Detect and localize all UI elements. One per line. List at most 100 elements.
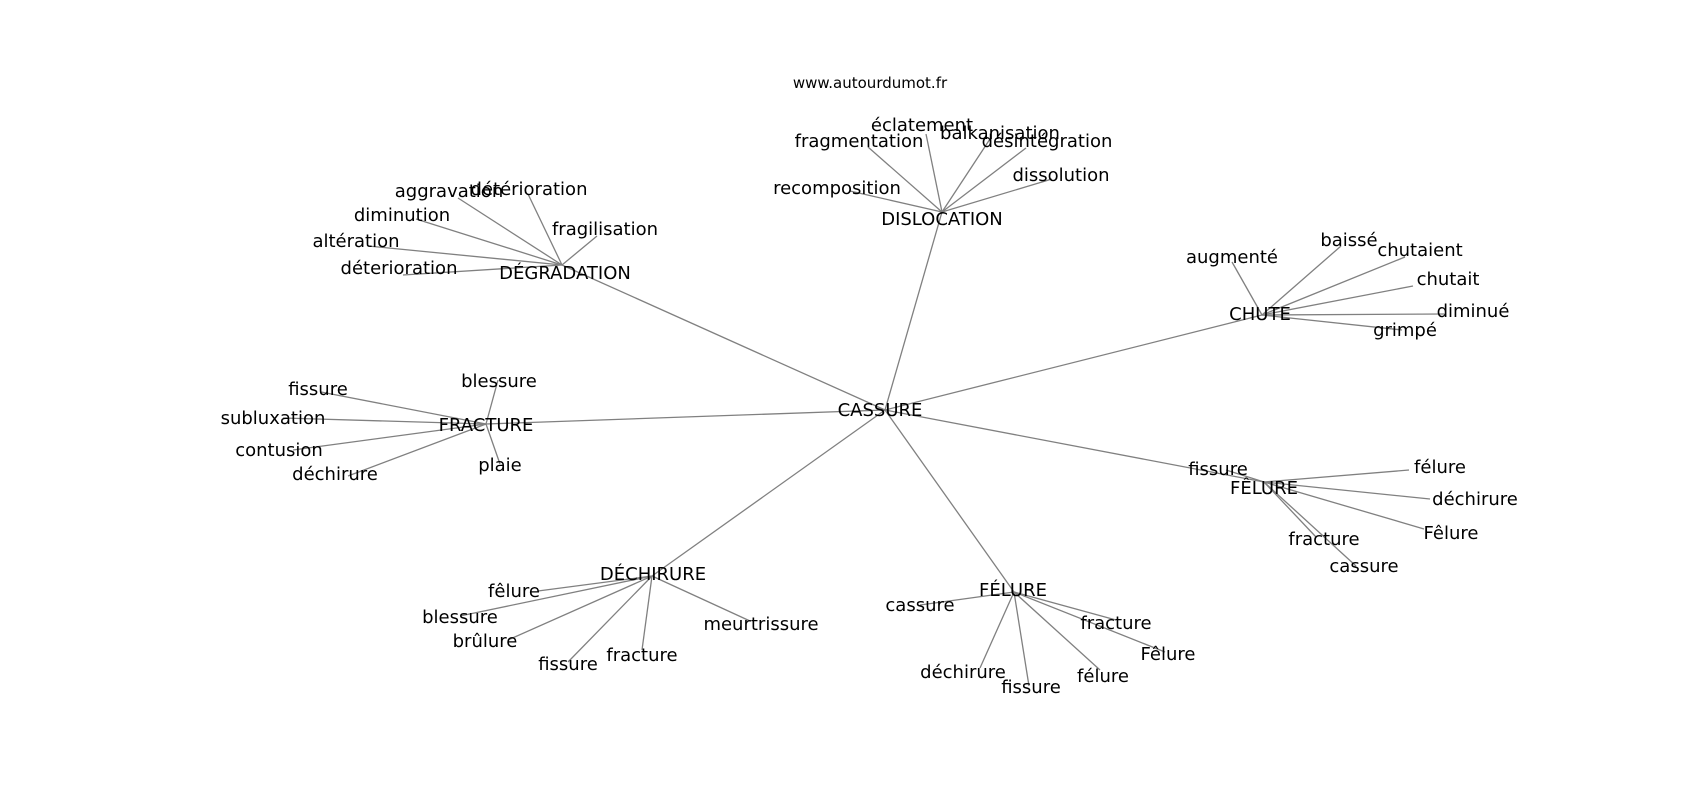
- edge-dislocation-balkanisation: [941, 138, 991, 213]
- leaf-node-alteration: altération: [312, 231, 399, 252]
- cluster-node-degradation: DÉGRADATION: [499, 262, 631, 284]
- leaf-node-balkanisation: balkanisation: [940, 123, 1060, 144]
- edge-center-dechirure: [651, 409, 886, 577]
- edge-felure-cassure: [919, 591, 1015, 606]
- edge-center-felure: [884, 409, 1265, 483]
- leaf-node-felure: Fêlure: [1424, 523, 1479, 544]
- edge-dechirure-brulure: [507, 575, 653, 641]
- edge-dislocation-dissolution: [941, 178, 1053, 213]
- leaf-node-felure: félure: [1414, 457, 1466, 478]
- leaf-node-deterioration: déterioration: [341, 258, 458, 279]
- leaf-node-dissolution: dissolution: [1012, 165, 1109, 186]
- edge-chute-chutait: [1261, 285, 1414, 316]
- edge-center-degradation: [561, 264, 886, 411]
- edge-chute-diminue: [1261, 313, 1445, 316]
- edge-chute-grimpe: [1261, 314, 1403, 331]
- leaf-node-diminution: diminution: [354, 205, 450, 226]
- edge-dislocation-eclatement: [925, 133, 943, 213]
- labels-layer: www.autourdumot.fr CASSURE aggravationdé…: [221, 74, 1518, 698]
- edge-dechirure-felure: [537, 575, 653, 592]
- edge-degradation-alteration: [367, 245, 563, 266]
- leaf-node-blessure: blessure: [461, 371, 537, 392]
- edge-dislocation-recomposition: [849, 190, 943, 213]
- cluster-node-felure: FÊLURE: [1230, 477, 1298, 499]
- leaf-node-aggravation: aggravation: [395, 181, 503, 202]
- edge-chute-chutaient: [1261, 256, 1406, 316]
- leaf-node-desintegration: désintégration: [982, 131, 1113, 152]
- edge-felure-dechirure: [1263, 481, 1431, 500]
- edge-felure-cassure: [1263, 481, 1357, 567]
- leaf-node-felure: félure: [1077, 666, 1129, 687]
- center-node-label: CASSURE: [838, 400, 923, 421]
- edge-center-fracture: [485, 409, 886, 425]
- edge-degradation-diminution: [415, 218, 563, 266]
- edge-fracture-fissure: [320, 391, 487, 425]
- leaf-node-fissure: fissure: [288, 379, 348, 400]
- edge-fracture-subluxation: [282, 417, 487, 425]
- leaf-node-fragilisation: fragilisation: [552, 219, 658, 240]
- leaf-node-plaie: plaie: [478, 455, 522, 476]
- leaf-node-contusion: contusion: [235, 440, 323, 461]
- edge-fracture-plaie: [485, 423, 501, 465]
- cluster-node-fracture: FRACTURE: [439, 415, 534, 436]
- edge-dislocation-fragmentation: [867, 146, 943, 213]
- leaf-node-dechirure: déchirure: [920, 662, 1006, 683]
- leaf-node-brulure: brûlure: [453, 631, 518, 652]
- edge-felure-fissure: [1225, 469, 1265, 483]
- leaf-node-augmente: augmenté: [1186, 247, 1278, 268]
- cluster-node-felure: FÉLURE: [979, 579, 1047, 601]
- edge-fracture-blessure: [485, 379, 499, 425]
- cluster-node-chute: CHUTE: [1229, 304, 1291, 325]
- leaf-node-diminue: diminué: [1437, 301, 1510, 322]
- edge-degradation-aggravation: [457, 197, 563, 266]
- edge-center-chute: [884, 314, 1263, 411]
- leaf-node-fissure: fissure: [1188, 459, 1248, 480]
- edge-felure-felure: [1263, 481, 1425, 530]
- edge-felure-felure: [1263, 469, 1410, 483]
- edge-dechirure-fracture: [641, 575, 653, 651]
- leaf-node-fracture: fracture: [1288, 529, 1359, 550]
- leaf-node-chutait: chutait: [1417, 269, 1480, 290]
- leaf-node-eclatement: éclatement: [871, 115, 973, 136]
- edge-chute-augmente: [1231, 261, 1263, 316]
- leaf-node-dechirure: déchirure: [1432, 489, 1518, 510]
- leaf-node-recomposition: recomposition: [773, 178, 901, 199]
- leaf-node-baisse: baissé: [1320, 230, 1377, 251]
- edge-fracture-dechirure: [347, 423, 487, 477]
- leaf-node-cassure: cassure: [885, 595, 954, 616]
- edge-degradation-fragilisation: [561, 235, 598, 266]
- edge-felure-fracture: [1263, 481, 1317, 538]
- leaf-node-fracture: fracture: [606, 645, 677, 666]
- leaf-node-fragmentation: fragmentation: [795, 131, 924, 152]
- source-label: www.autourdumot.fr: [793, 74, 948, 92]
- leaf-node-fissure: fissure: [1001, 677, 1061, 698]
- edge-felure-fissure: [1013, 591, 1030, 687]
- leaf-node-felure: fêlure: [488, 581, 540, 602]
- edge-center-dislocation: [884, 211, 943, 411]
- leaf-node-blessure: blessure: [422, 607, 498, 628]
- leaf-node-meurtrissure: meurtrissure: [703, 614, 818, 635]
- edge-felure-felure: [1013, 591, 1101, 671]
- leaf-node-fissure: fissure: [538, 654, 598, 675]
- edge-degradation-deterioration: [402, 264, 563, 276]
- edge-felure-fracture: [1013, 591, 1117, 621]
- edge-felure-dechirure: [979, 591, 1015, 669]
- cluster-node-dislocation: DISLOCATION: [881, 209, 1003, 230]
- leaf-node-subluxation: subluxation: [221, 408, 326, 429]
- leaf-node-cassure: cassure: [1329, 556, 1398, 577]
- edge-felure-felure: [1013, 591, 1166, 653]
- leaf-node-grimpe: grimpé: [1373, 320, 1437, 341]
- leaf-node-felure: Fêlure: [1141, 644, 1196, 665]
- edge-dislocation-desintegration: [941, 147, 1027, 213]
- edge-dechirure-meurtrissure: [651, 575, 751, 622]
- leaf-node-dechirure: déchirure: [292, 464, 378, 485]
- leaf-node-deterioration: détérioration: [471, 179, 588, 200]
- edge-center-felure: [884, 409, 1015, 593]
- leaf-node-fracture: fracture: [1080, 613, 1151, 634]
- cluster-node-dechirure: DÉCHIRURE: [600, 563, 706, 585]
- leaf-node-chutaient: chutaient: [1377, 240, 1462, 261]
- edge-degradation-deterioration: [527, 193, 563, 266]
- edge-dechirure-fissure: [567, 575, 653, 663]
- edge-dechirure-blessure: [459, 575, 653, 617]
